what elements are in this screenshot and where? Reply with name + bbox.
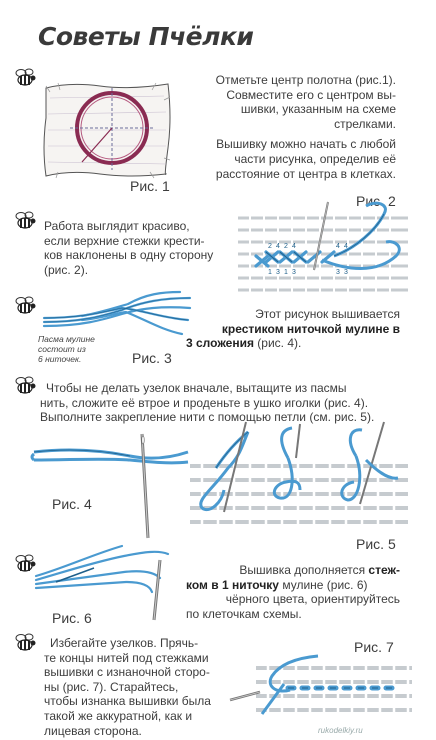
tip1-line: Совместите его с центром вы- xyxy=(226,87,396,102)
fig2-number: 4 xyxy=(276,243,280,250)
fig2-number: 4 xyxy=(344,243,348,250)
tip5-line: чёрного цвета, ориентируйтесь xyxy=(225,592,400,607)
tip3-bold: 3 сложения xyxy=(186,336,254,351)
watermark: rukodelkiy.ru xyxy=(318,726,363,735)
tip1-line: шивки, указанным на схеме xyxy=(240,102,396,117)
bee-icon xyxy=(15,633,36,651)
tip6-line: такой же аккуратной, как и xyxy=(44,708,193,723)
fig5-caption: Рис. 5 xyxy=(356,536,396,552)
fig2-number: 2 xyxy=(268,243,272,250)
fig7-back-side xyxy=(229,654,412,718)
fig2-number: 2 xyxy=(284,243,288,250)
tip4-line: нить, сложите её втрое и проденьте в ушк… xyxy=(40,395,369,410)
fig4-caption: Рис. 4 xyxy=(52,496,92,512)
tip2-line: (рис. 2). xyxy=(44,262,89,277)
fig6-caption: Рис. 6 xyxy=(52,610,92,626)
fig6-needle-single xyxy=(34,544,170,621)
bee-icon xyxy=(15,296,36,314)
tip6-line: лицевая сторона. xyxy=(44,723,142,738)
tip3-bold: крестиком ниточкой мулине в xyxy=(221,321,400,336)
tip2-line: если верхние стежки крести- xyxy=(44,233,205,248)
fig5-loop-fastening xyxy=(190,421,408,532)
tip4-line: Выполните закрепление нити с помощью пет… xyxy=(40,410,375,425)
tip6-line: те концы нитей под стежками xyxy=(44,650,209,665)
tip2-line: ков наклонены в одну сторону xyxy=(44,248,214,263)
fig7-caption: Рис. 7 xyxy=(354,639,394,655)
fig4-needle-threaded xyxy=(30,433,189,539)
tip6-line: чтобы изнанка вышивки была xyxy=(44,694,211,709)
fig2-cross-stitch: 2 4 2 4 4 4 1 3 1 3 3 3 xyxy=(238,201,408,292)
fig2-number: 3 xyxy=(344,269,348,276)
tip5-line: мулине (рис. 6) xyxy=(278,577,368,592)
fig2-number: 3 xyxy=(336,269,340,276)
fig2-number: 1 xyxy=(284,269,288,276)
fig2-number: 3 xyxy=(292,269,296,276)
tip6-line: вышивки с изнаночной сторо- xyxy=(44,665,210,680)
fig2-number: 4 xyxy=(336,243,340,250)
fig1-caption: Рис. 1 xyxy=(130,178,170,194)
fig3-caption: Рис. 3 xyxy=(132,350,172,366)
tip1-line: Вышивку можно начать с любой xyxy=(216,137,396,152)
fig2-number: 1 xyxy=(268,269,272,276)
fig3-skein xyxy=(42,290,192,336)
tip5-bold: стеж- xyxy=(368,563,400,577)
tip5-line: по клеточкам схемы. xyxy=(186,606,302,621)
bee-icon xyxy=(15,376,36,394)
tip6-line: Избегайте узелков. Прячь- xyxy=(50,636,199,650)
fig3-note: 6 ниточек. xyxy=(38,354,82,364)
bee-icon xyxy=(15,68,36,86)
fig3-note: состоит из xyxy=(38,344,86,354)
bee-icon xyxy=(15,554,36,572)
fig2-number: 4 xyxy=(292,243,296,250)
tip5-bold: ком в 1 ниточку xyxy=(186,577,279,592)
tip5-line: Вышивка дополняется xyxy=(239,563,366,577)
tip1-line: расстояние от центра в клетках. xyxy=(215,166,396,181)
tip6-line: ны (рис. 7). Старайтесь, xyxy=(44,679,179,694)
tip1-line: части рисунка, определив её xyxy=(234,151,396,166)
page-title: Советы Пчёлки xyxy=(38,22,254,51)
tip1-line: стрелками. xyxy=(334,116,396,131)
fig2-number: 3 xyxy=(276,269,280,276)
tip4-line: Чтобы не делать узелок вначале, вытащите… xyxy=(46,381,347,395)
tip3-line: Этот рисунок вышивается xyxy=(255,307,400,321)
fig3-note: Пасма мулине xyxy=(38,334,95,344)
tip3-line: (рис. 4). xyxy=(253,336,302,351)
fig1-hoop-canvas xyxy=(43,82,171,179)
tip2-line: Работа выглядит красиво, xyxy=(44,219,190,233)
tip1-line: Отметьте центр полотна (рис.1). xyxy=(215,73,396,87)
bee-icon xyxy=(15,211,36,229)
